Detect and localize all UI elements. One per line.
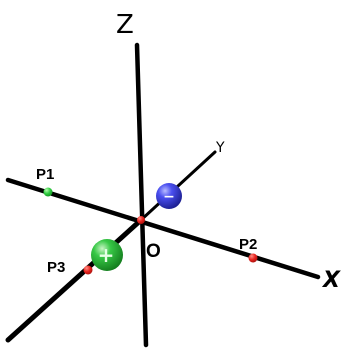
x-axis-label: X [321, 268, 341, 293]
point-p3 [83, 265, 93, 275]
z-axis-line [134, 42, 149, 348]
point-p2-label: P2 [239, 236, 257, 253]
origin-label: O [146, 241, 161, 262]
point-p1 [43, 187, 53, 197]
negative-charge: − [156, 183, 182, 209]
z-axis-label: Z [116, 10, 134, 40]
y-axis-negative-line [5, 217, 144, 343]
origin-point [137, 216, 145, 224]
y-axis-label: Y [215, 140, 225, 156]
x-axis-line [5, 177, 321, 280]
positive-charge: + [91, 239, 123, 271]
positive-charge-sign: + [98, 243, 115, 267]
y-axis-line [139, 150, 217, 222]
point-p2 [248, 253, 258, 263]
point-p1-label: P1 [36, 166, 54, 183]
point-p3-label: P3 [47, 259, 65, 276]
negative-charge-sign: − [163, 189, 175, 205]
